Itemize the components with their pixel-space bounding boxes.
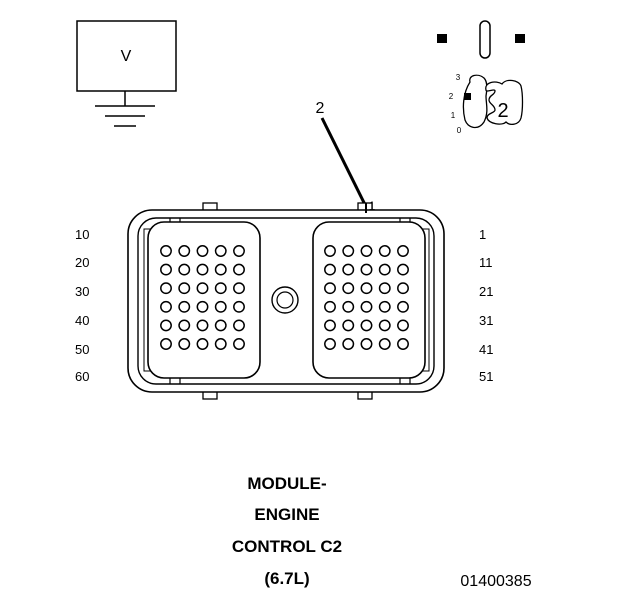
pin-cavity-group-left: [160, 245, 245, 350]
pin-cavity-left: [196, 319, 209, 332]
pin-cavity-left: [160, 282, 172, 295]
pin-cavity-right: [324, 319, 336, 332]
pin-label-right-11: 11: [479, 255, 493, 270]
pin-cavity-right: [360, 338, 373, 350]
voltmeter-icon: [76, 20, 177, 127]
pin-cavity-left: [178, 338, 191, 350]
pin-label-left-30: 30: [75, 284, 89, 299]
pin-cavity-right: [378, 263, 391, 276]
pin-cavity-right: [378, 319, 391, 332]
pin-label-left-60: 60: [75, 369, 89, 384]
connector-body: [127, 202, 445, 400]
key-switch-icon: [437, 20, 525, 129]
pin-cavity-right: [397, 245, 409, 257]
pin-cavity-left: [214, 282, 227, 295]
pin-label-right-41: 41: [479, 342, 493, 357]
pin-cavity-left: [233, 338, 245, 350]
pin-cavity-left: [233, 263, 245, 276]
pin-cavity-right: [360, 245, 373, 257]
figure-id: 01400385: [460, 573, 531, 590]
pin-cavity-left: [178, 300, 191, 313]
pin-cavity-right: [342, 282, 355, 295]
pin-cavity-left: [178, 263, 191, 276]
pin-label-right-1: 1: [479, 227, 486, 242]
pin-cavity-right: [342, 300, 355, 313]
pin-cavity-right: [342, 319, 355, 332]
probe-callout-label: 2: [316, 100, 325, 117]
pin-cavity-right: [360, 319, 373, 332]
pin-cavity-left: [214, 263, 227, 276]
pin-cavity-left: [214, 338, 227, 350]
pin-cavity-left: [214, 300, 227, 313]
pin-cavity-right: [342, 245, 355, 257]
pin-cavity-left: [196, 263, 209, 276]
pin-cavity-left: [160, 300, 172, 313]
pin-label-right-51: 51: [479, 369, 493, 384]
pin-cavity-left: [196, 300, 209, 313]
title-line-4: (6.7L): [264, 569, 309, 588]
pin-cavity-right: [360, 282, 373, 295]
pin-label-right-21: 21: [479, 284, 493, 299]
pin-cavity-right: [397, 319, 409, 332]
pin-cavity-right: [378, 245, 391, 257]
pin-label-left-50: 50: [75, 342, 89, 357]
pin-cavity-left: [178, 245, 191, 257]
pin-cavity-left: [160, 263, 172, 276]
pin-label-right-31: 31: [479, 313, 493, 328]
pin-cavity-right: [397, 338, 409, 350]
pin-label-left-20: 20: [75, 255, 89, 270]
pin-cavity-right: [360, 263, 373, 276]
pin-cavity-left: [233, 245, 245, 257]
pin-label-left-10: 10: [75, 227, 89, 242]
pin-cavity-left: [196, 245, 209, 257]
pin-cavity-left: [233, 300, 245, 313]
pin-cavity-left: [233, 319, 245, 332]
pin-cavity-left: [214, 245, 227, 257]
pin-cavity-left: [196, 282, 209, 295]
pin-cavity-right: [378, 338, 391, 350]
key-position-1: 1: [451, 111, 456, 120]
pin-label-left-40: 40: [75, 313, 89, 328]
pin-cavity-left: [160, 319, 172, 332]
key-big-label: 2: [497, 100, 508, 122]
pin-cavity-left: [196, 338, 209, 350]
pin-cavity-right: [342, 338, 355, 350]
pin-cavity-left: [178, 319, 191, 332]
pin-cavity-right: [397, 263, 409, 276]
pin-cavity-right: [324, 282, 336, 295]
pin-cavity-right: [324, 245, 336, 257]
pin-cavity-right: [397, 282, 409, 295]
key-position-3: 3: [456, 73, 461, 82]
pin-cavity-right: [378, 282, 391, 295]
ground-icon: [95, 105, 155, 127]
pin-cavity-left: [214, 319, 227, 332]
pin-cavity-group-right: [324, 245, 409, 350]
voltmeter-label: V: [121, 48, 132, 65]
pin-cavity-right: [324, 300, 336, 313]
pin-cavity-left: [178, 282, 191, 295]
pin-cavity-right: [397, 300, 409, 313]
pin-cavity-right: [324, 263, 336, 276]
pin-cavity-right: [360, 300, 373, 313]
pin-cavity-left: [233, 282, 245, 295]
title-line-1: MODULE-: [247, 474, 326, 493]
title-line-3: CONTROL C2: [232, 537, 342, 556]
key-position-0: 0: [457, 126, 462, 135]
pin-cavity-right: [342, 263, 355, 276]
key-position-2: 2: [449, 92, 454, 101]
pin-cavity-left: [160, 338, 172, 350]
pin-cavity-left: [160, 245, 172, 257]
title-line-2: ENGINE: [254, 505, 319, 524]
pin-cavity-right: [378, 300, 391, 313]
pin-cavity-right: [324, 338, 336, 350]
pin1-marker: 1: [369, 199, 376, 213]
